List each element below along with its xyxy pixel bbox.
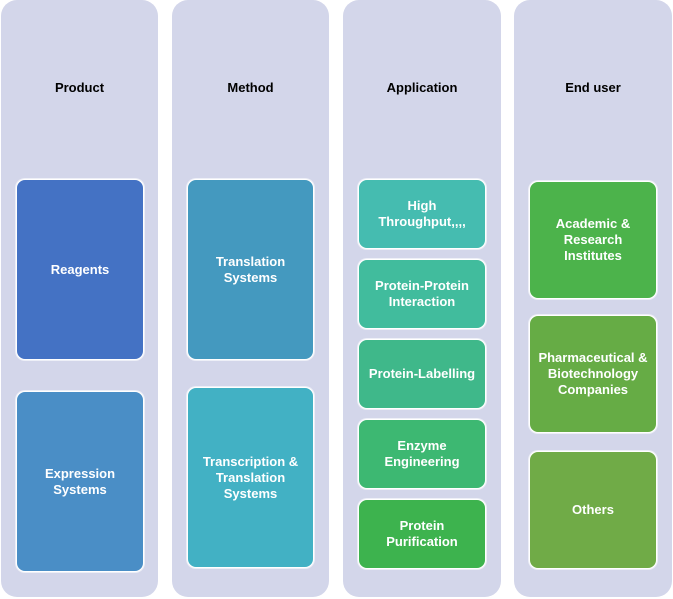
column-end-user: End user Academic & Research Institutes …: [514, 0, 672, 597]
box-transcription-translation-systems: Transcription & Translation Systems: [187, 387, 314, 568]
box-enzyme-engineering: Enzyme Engineering: [358, 419, 486, 489]
box-high-throughput: High Throughput,,,,: [358, 179, 486, 249]
column-method: Method Translation Systems Transcription…: [172, 0, 329, 597]
box-protein-protein-interaction: Protein-Protein Interaction: [358, 259, 486, 329]
box-academic-research-institutes: Academic & Research Institutes: [529, 181, 657, 299]
column-title-application: Application: [386, 80, 458, 95]
column-product: Product Reagents Expression Systems: [1, 0, 158, 597]
box-pharmaceutical-biotechnology-companies: Pharmaceutical & Biotechnology Companies: [529, 315, 657, 433]
column-title-method: Method: [227, 80, 274, 95]
box-reagents: Reagents: [16, 179, 144, 360]
column-application: Application High Throughput,,,, Protein-…: [343, 0, 501, 597]
box-expression-systems: Expression Systems: [16, 391, 144, 572]
box-protein-purification: Protein Purification: [358, 499, 486, 569]
column-title-product: Product: [54, 80, 105, 95]
box-translation-systems: Translation Systems: [187, 179, 314, 360]
column-title-end-user: End user: [565, 80, 621, 95]
box-protein-labelling: Protein-Labelling: [358, 339, 486, 409]
box-others: Others: [529, 451, 657, 569]
